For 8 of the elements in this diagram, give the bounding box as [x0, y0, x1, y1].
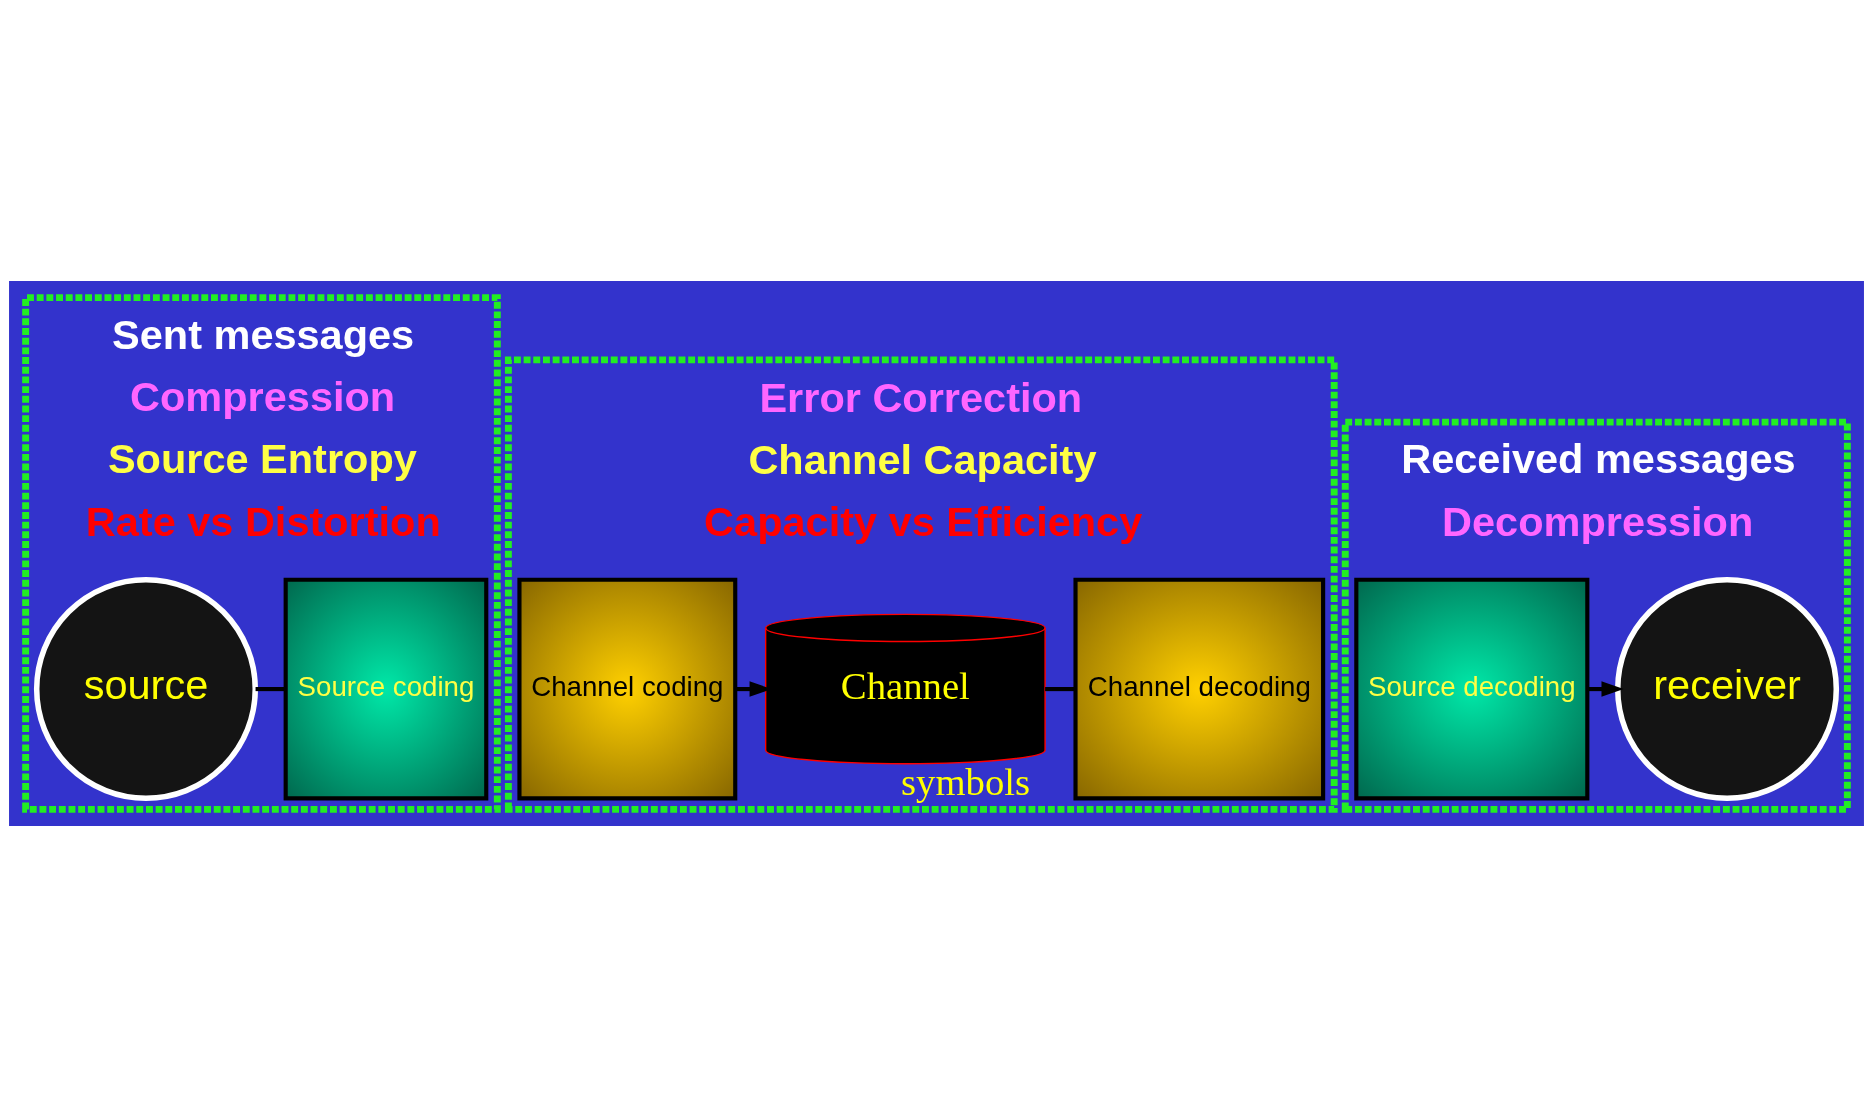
- connector: [1045, 687, 1076, 692]
- node-box: Source coding: [283, 577, 489, 801]
- node-box: Channel decoding: [1073, 577, 1326, 801]
- node-circle: source: [33, 577, 258, 802]
- node-box: Source decoding: [1354, 577, 1590, 801]
- node-circle: receiver: [1615, 577, 1840, 802]
- node-box: Channel coding: [517, 577, 738, 801]
- connector: [255, 687, 286, 692]
